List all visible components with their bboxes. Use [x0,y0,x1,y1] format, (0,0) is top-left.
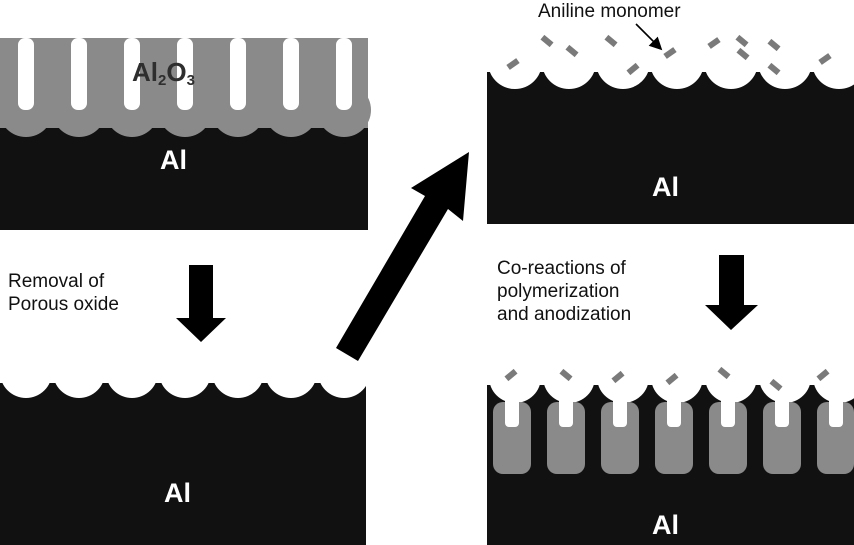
al-substrate [0,383,366,545]
oxide-pores [18,38,352,110]
al-label-panel1: Al [160,145,187,175]
oxide-subscript-3: 3 [186,72,195,89]
panel-monomer-adsorption [487,23,854,224]
aniline-monomers [504,366,830,392]
panel-coreaction [487,351,854,545]
pore-channels [505,395,843,427]
oxide-subscript-2: 2 [158,72,167,89]
down-arrow-icon [176,265,226,342]
panel-textured-al [0,346,370,545]
polymer-filled-pores [493,402,854,474]
diagonal-arrow-icon [336,152,469,361]
scalloped-surface [0,346,370,398]
monomer-label: Aniline monomer [538,1,681,22]
oxide-symbol-al: Al [132,57,158,87]
al-label-panel4: Al [652,510,679,540]
al-label-panel2: Al [164,478,191,508]
pointer-arrow-icon [635,23,663,51]
al-label-panel3: Al [652,172,679,202]
al-substrate [487,72,854,224]
oxide-label: Al2O3 [132,57,195,89]
scalloped-surface [488,35,854,89]
step-removal-label: Removal of Porous oxide [8,271,119,315]
step-coreaction-label: Co-reactions of polymerization and anodi… [497,258,632,325]
panel-porous-alumina [0,38,371,230]
oxide-symbol-o: O [166,57,187,87]
aniline-monomers [506,34,832,76]
down-arrow-icon [705,255,758,330]
